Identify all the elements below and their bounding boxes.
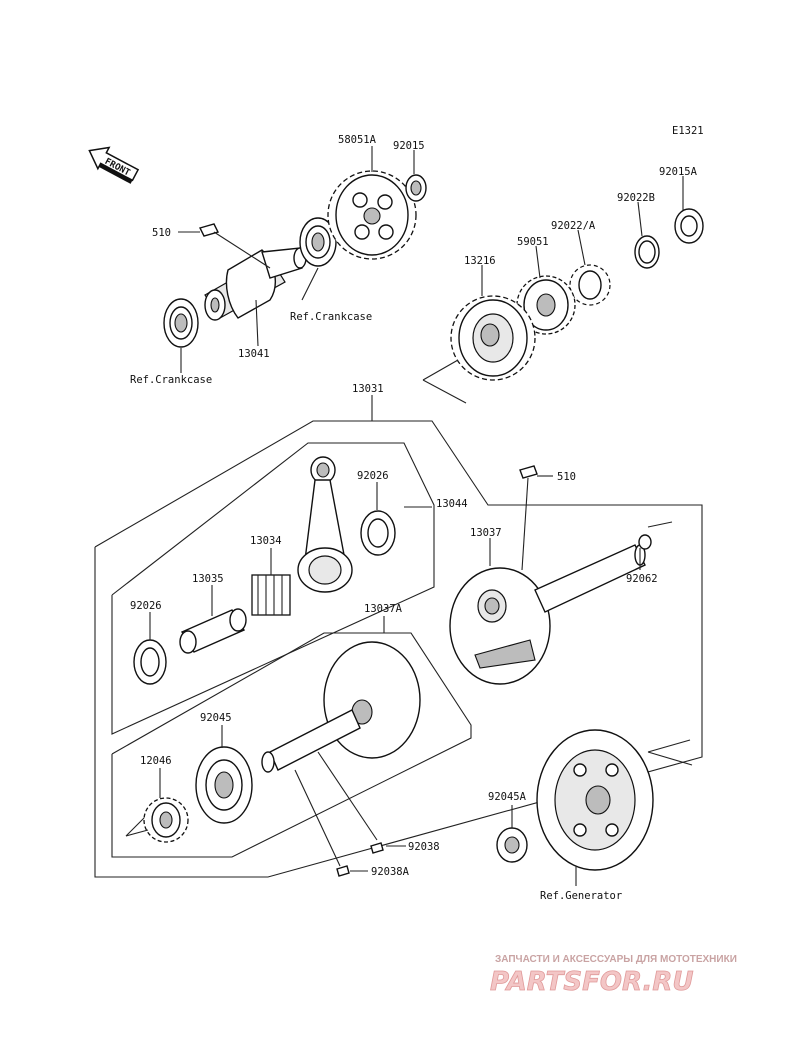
assembly-outline-13037A xyxy=(111,632,472,858)
bearing-92045 xyxy=(195,746,253,824)
label-92045: 92045 xyxy=(200,712,232,724)
label-59051: 59051 xyxy=(517,236,549,248)
label-92022B: 92022B xyxy=(617,192,655,204)
pin-92038 xyxy=(370,842,384,854)
label-13041: 13041 xyxy=(238,348,270,360)
gear-59051 xyxy=(516,275,576,335)
washer-92026-top xyxy=(360,510,396,556)
watermark-tagline: ЗАПЧАСТИ И АКСЕССУАРЫ ДЛЯ МОТОТЕХНИКИ xyxy=(495,954,737,965)
front-arrow-icon: FRONT xyxy=(88,146,140,184)
connecting-rod xyxy=(297,456,353,593)
crank-half-13037 xyxy=(449,544,646,685)
seal-92045A xyxy=(496,827,528,863)
gear-58051A xyxy=(327,170,417,260)
label-92038A: 92038A xyxy=(371,866,410,878)
label-58051A: 58051A xyxy=(338,134,377,146)
leader-lines xyxy=(149,146,684,886)
lockwasher-92022A xyxy=(569,264,611,306)
bearing-right-crankcase xyxy=(299,217,337,267)
label-13034: 13034 xyxy=(250,535,282,547)
label-92038: 92038 xyxy=(408,841,440,853)
label-12046: 12046 xyxy=(140,755,172,767)
bearing-left-crankcase xyxy=(163,298,199,348)
label-510-mid: 510 xyxy=(557,471,576,483)
label-92026-left: 92026 xyxy=(130,600,162,612)
label-92062: 92062 xyxy=(626,573,658,585)
key-510-mid xyxy=(519,465,538,479)
nut-92015A xyxy=(674,208,704,244)
assembly-outline-13044 xyxy=(111,442,435,735)
gear-13216 xyxy=(450,295,536,381)
label-ref-crankcase-left: Ref.Crankcase xyxy=(130,374,212,386)
label-13031: 13031 xyxy=(352,383,384,395)
crankpin-13035 xyxy=(179,608,247,654)
washer-92022B xyxy=(634,235,660,269)
label-13216: 13216 xyxy=(464,255,496,267)
washer-92026-left xyxy=(133,639,167,685)
label-ref-generator: Ref.Generator xyxy=(540,890,622,902)
label-13044: 13044 xyxy=(436,498,468,510)
label-92015A: 92015A xyxy=(659,166,698,178)
balancer-shaft-13041 xyxy=(204,247,307,321)
nut-92062 xyxy=(638,534,652,550)
needle-bearing-13034 xyxy=(251,574,291,616)
assembly-outline-13031 xyxy=(94,420,703,878)
sprocket-12046 xyxy=(143,797,189,843)
label-13037: 13037 xyxy=(470,527,502,539)
crank-half-13037A xyxy=(261,641,421,773)
nut-92015 xyxy=(405,174,427,202)
label-92026-top: 92026 xyxy=(357,470,389,482)
label-510-top: 510 xyxy=(152,227,171,239)
label-13037A: 13037A xyxy=(364,603,403,615)
label-13035: 13035 xyxy=(192,573,224,585)
label-92015: 92015 xyxy=(393,140,425,152)
diagram-code: E1321 xyxy=(672,125,704,137)
generator-rotor xyxy=(536,729,654,871)
label-92022A: 92022/A xyxy=(551,220,596,232)
label-92045A: 92045A xyxy=(488,791,527,803)
key-510-top xyxy=(198,223,220,237)
label-ref-crankcase-right: Ref.Crankcase xyxy=(290,311,372,323)
watermark-logo: PARTSFOR.RU xyxy=(490,967,693,997)
pin-92038A xyxy=(336,865,350,877)
